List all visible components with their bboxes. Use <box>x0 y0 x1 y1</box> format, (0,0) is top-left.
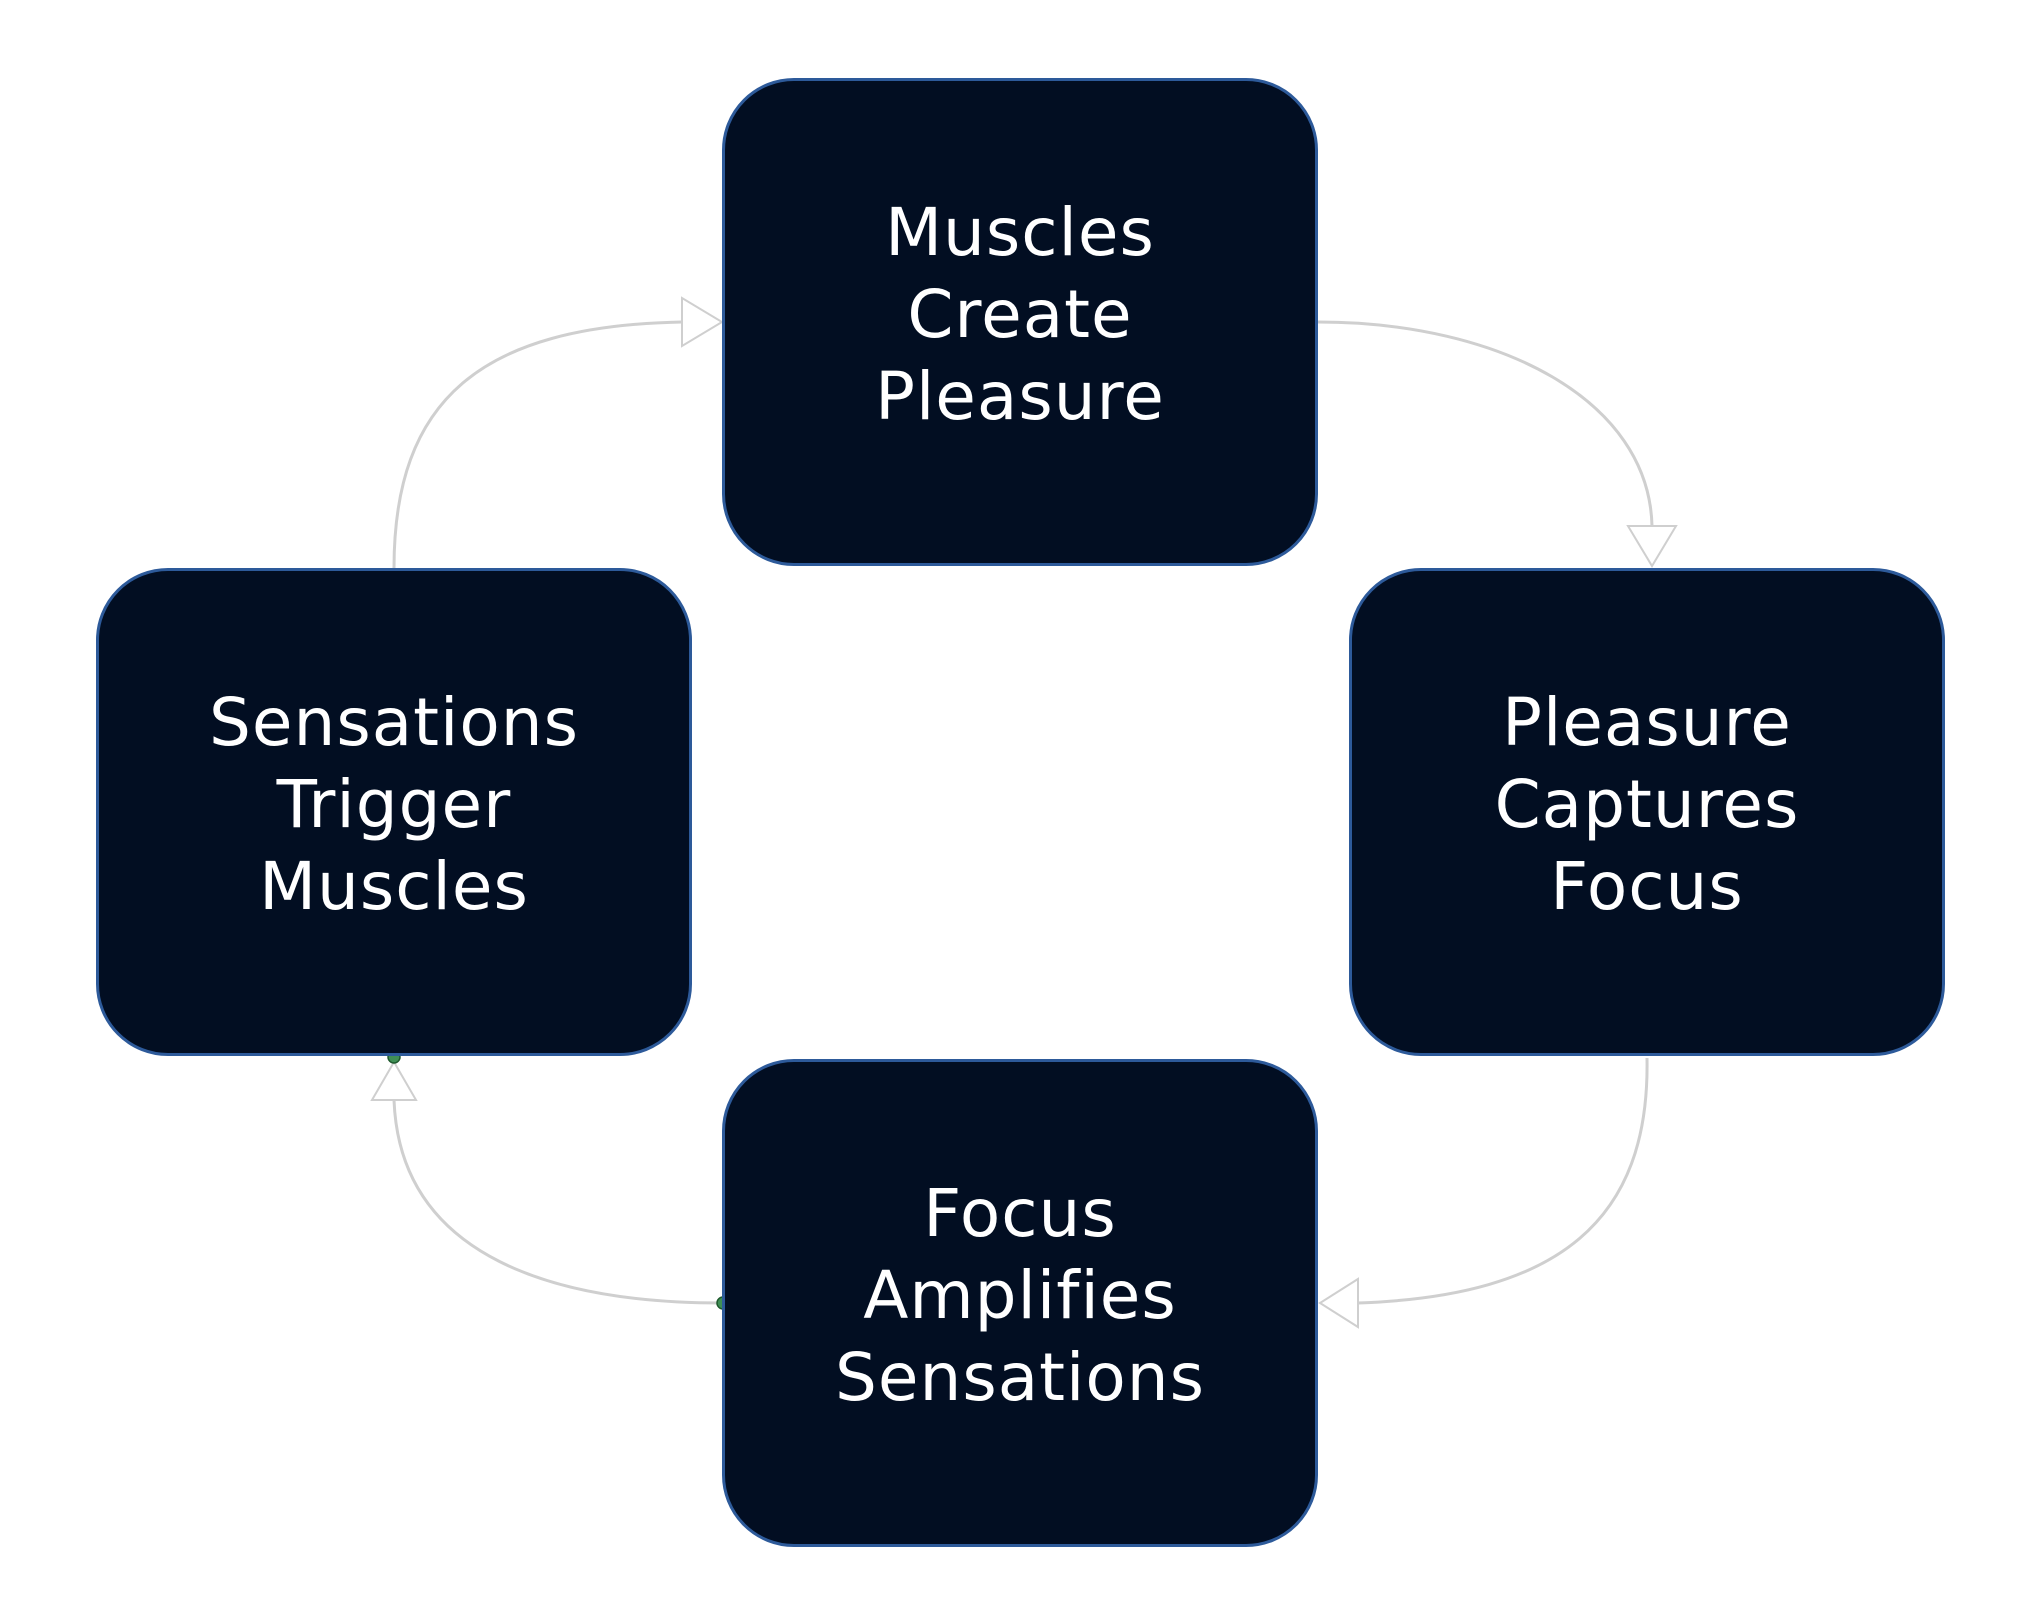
arrowhead-top-to-right <box>1626 525 1678 568</box>
edge-right-to-bottom <box>1357 1057 1649 1305</box>
node-label: Sensations Trigger Muscles <box>209 684 579 925</box>
node-muscles-create-pleasure: Muscles Create Pleasure <box>722 78 1318 566</box>
edge-top-to-right <box>1317 320 1654 527</box>
edge-left-to-top <box>392 320 683 569</box>
edge-bottom-to-left <box>392 1099 723 1305</box>
node-focus-amplifies-sensations: Focus Amplifies Sensations <box>722 1059 1318 1547</box>
arrowhead-bottom-to-left <box>370 1060 418 1101</box>
node-label: Muscles Create Pleasure <box>875 194 1165 435</box>
node-label: Pleasure Captures Focus <box>1494 684 1800 925</box>
node-label: Focus Amplifies Sensations <box>835 1175 1205 1416</box>
arrowhead-left-to-top <box>681 296 724 348</box>
node-pleasure-captures-focus: Pleasure Captures Focus <box>1349 568 1945 1056</box>
arrowhead-right-to-bottom <box>1318 1277 1359 1329</box>
node-sensations-trigger-muscles: Sensations Trigger Muscles <box>96 568 692 1056</box>
